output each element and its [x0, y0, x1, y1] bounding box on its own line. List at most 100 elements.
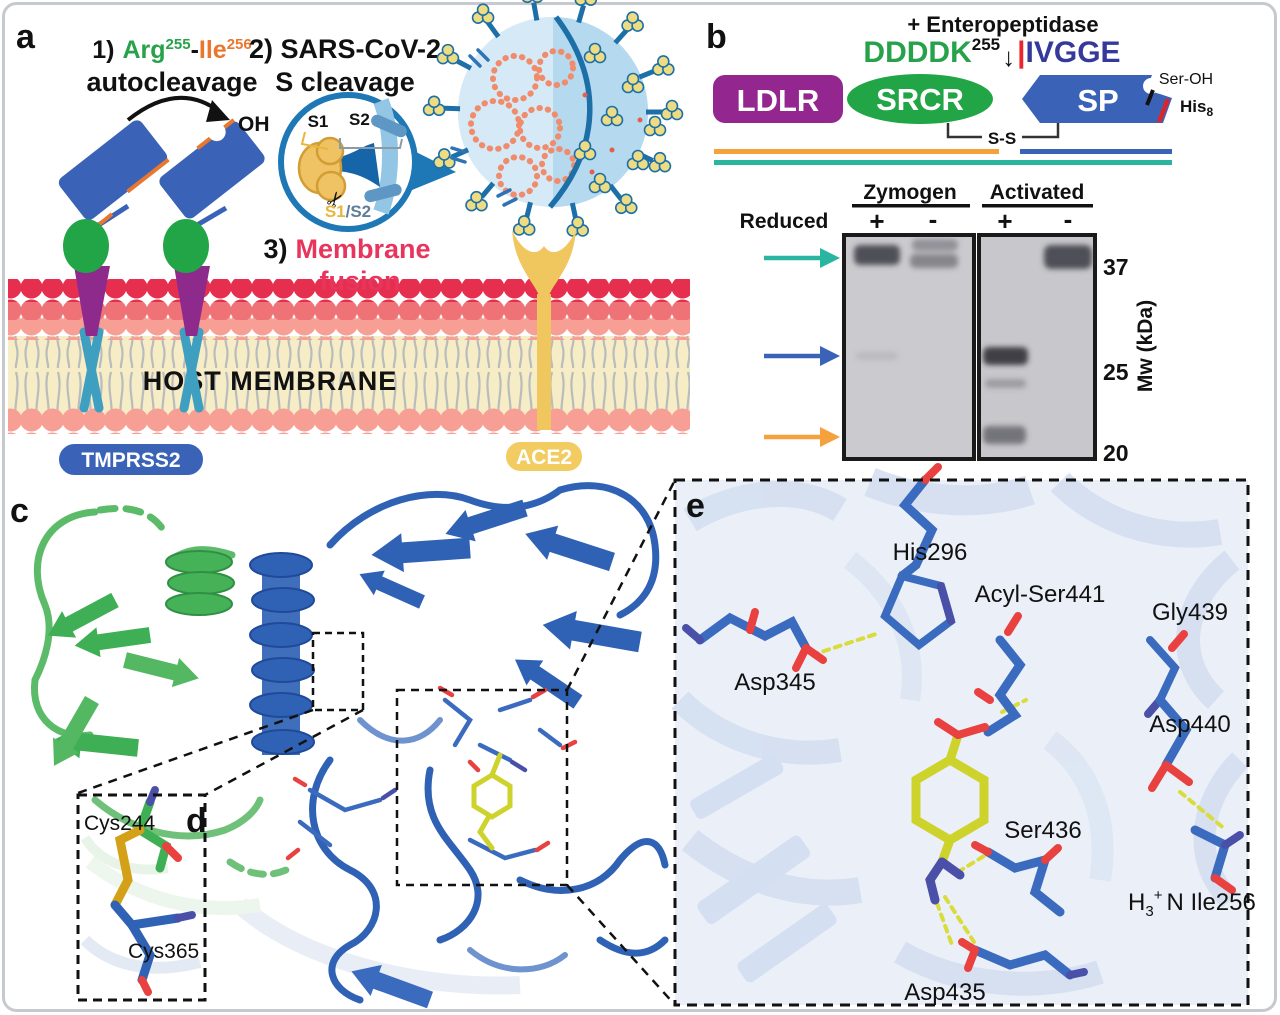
band-zymogen-minus-lower	[910, 254, 958, 268]
virus-divider	[547, 15, 593, 209]
orange-arrow-head	[820, 427, 840, 447]
activated-underline	[982, 204, 1093, 208]
step1-line2: autocleavage	[86, 67, 257, 97]
panel-e: e His296 Acyl-Ser441 Gly439 Asp345 Asp44…	[671, 463, 1256, 1007]
spike-stalk	[336, 143, 380, 187]
s2-bracket	[339, 138, 403, 149]
s1-label: S1	[308, 112, 329, 131]
ace2-badge-label: ACE2	[516, 446, 572, 469]
his296-sticks	[880, 463, 956, 651]
panel-e-label: e	[686, 487, 705, 525]
ss-label: S-S	[988, 129, 1016, 148]
srcr-ribbons	[30, 504, 294, 878]
his296-label: His296	[893, 539, 968, 566]
s2-label: S2	[349, 110, 370, 129]
ldlr-domain-label: LDLR	[737, 83, 820, 118]
panel-d-label: d	[186, 802, 207, 840]
virus-spikes	[422, 0, 684, 237]
panel-b: b + Enteropeptidase DDDDK255↓|IVGGE LDLR…	[706, 12, 1213, 466]
blue-loops	[309, 482, 669, 1004]
ser-oh-tick	[1145, 89, 1155, 106]
virus-dots	[582, 92, 643, 175]
autocleavage-arrowhead	[206, 100, 230, 122]
ser-oh-label: Ser-OH	[1159, 71, 1213, 88]
srcr-domain-shape	[847, 74, 993, 124]
panel-a-label: a	[16, 18, 36, 56]
blue-construct-line	[1020, 149, 1172, 154]
blue-helix-coils	[249, 552, 315, 755]
c-ligand-ring	[471, 772, 513, 820]
band-activated-plus-25	[983, 347, 1028, 365]
mw-20: 20	[1103, 440, 1129, 466]
ser436-label: Ser436	[1004, 817, 1081, 844]
panel-a: a HOST MEMBRANE	[8, 0, 690, 477]
lane-sign-4: -	[1064, 204, 1073, 234]
zoom-connectors	[77, 479, 677, 1006]
e-background-ribbons	[671, 467, 1249, 996]
s1-bracket	[300, 131, 329, 150]
panel-c: c	[10, 479, 677, 1015]
sp-domain-shape	[1022, 75, 1172, 123]
sds-page-gel: Zymogen Activated Reduced + - + -	[740, 181, 1157, 466]
panel-b-label: b	[706, 18, 727, 56]
lane-sign-3: +	[997, 206, 1012, 236]
blue-arrow-head	[820, 346, 840, 366]
host-membrane-label: HOST MEMBRANE	[143, 366, 398, 396]
ile256-label: H3+N Ile256	[1128, 887, 1256, 920]
acyl-ser441-sticks	[974, 612, 1026, 737]
panel-c-label: c	[10, 492, 29, 530]
m-protein-dashes	[450, 48, 518, 207]
asp435-sticks	[958, 938, 1088, 980]
gel-zymogen-header: Zymogen	[863, 181, 956, 204]
ss-bracket	[946, 123, 1060, 139]
s2-stub-bottom	[364, 183, 402, 203]
ace2-badge: ACE2	[504, 440, 584, 473]
green-helix	[165, 550, 235, 616]
inset-pointer	[412, 150, 456, 190]
panel-d-box	[76, 793, 207, 1002]
band-activated-plus-20	[983, 426, 1026, 444]
zoom-box-e	[395, 688, 569, 887]
step2-line1: 2) SARS-CoV-2	[249, 34, 441, 64]
his8-label: His8	[1180, 97, 1213, 119]
ligand-sticks	[911, 718, 989, 905]
sp-domain-label: SP	[1077, 83, 1118, 118]
cys365-label: Cys365	[128, 940, 199, 963]
band-zymogen-plus-37	[854, 245, 900, 265]
step2-line2: S cleavage	[275, 67, 415, 97]
panel-e-box	[673, 478, 1250, 1007]
srcr-oval-left	[63, 219, 109, 273]
band-zymogen-minus-upper	[912, 239, 958, 251]
asp435-label: Asp435	[904, 979, 985, 1006]
host-membrane: HOST MEMBRANE	[8, 279, 690, 434]
step1-line1: 1)Arg255-Ile256	[92, 36, 251, 64]
band-zymogen-plus-faint	[856, 352, 898, 360]
enteropeptidase-label: + Enteropeptidase	[907, 12, 1098, 37]
gel-reduced-label: Reduced	[740, 210, 829, 233]
ile256-sticks	[1190, 825, 1244, 894]
step3-line2: fusion	[320, 266, 401, 296]
mw-25: 25	[1103, 359, 1129, 385]
cys244-label: Cys244	[84, 812, 156, 835]
c-active-site-sticks	[285, 685, 578, 861]
asp440-sticks	[1148, 695, 1193, 792]
srcr-domain-label: SRCR	[876, 82, 964, 117]
s1s2-label: S1/S2	[325, 202, 371, 221]
virus-illustration	[422, 0, 684, 237]
asp440-label: Asp440	[1149, 711, 1230, 738]
zymogen-underline	[852, 204, 970, 208]
ser436-sticks	[971, 841, 1065, 917]
c-shadow-ribbons	[85, 856, 521, 995]
ldlr-stem-left	[74, 266, 110, 336]
membrane-row2	[8, 297, 690, 320]
band-activated-plus-23	[985, 379, 1026, 388]
srcr-oval-right	[163, 219, 209, 273]
ace2-receptor	[512, 230, 576, 430]
sp-ribbons	[249, 482, 669, 1015]
gel-bands	[854, 239, 1092, 444]
hydrogen-bonds	[810, 632, 1228, 947]
panel-d: d Cys244 Cys365	[76, 786, 207, 1002]
lane-sign-2: -	[929, 204, 938, 234]
lane-sign-1: +	[869, 206, 884, 236]
sp-domain-right	[159, 118, 265, 219]
